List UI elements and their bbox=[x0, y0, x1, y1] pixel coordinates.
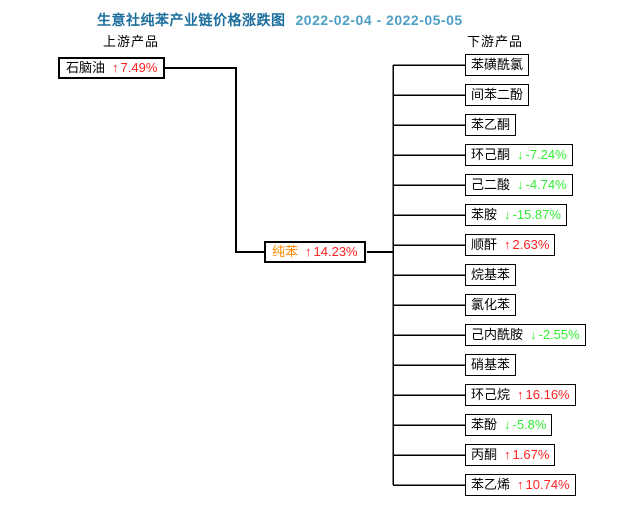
node-label: 顺酐 bbox=[471, 237, 498, 252]
node-label: 苯乙酮 bbox=[471, 117, 511, 132]
upstream-node: 石脑油 ↑7.49% bbox=[58, 57, 166, 79]
node-label: 苯磺酰氯 bbox=[471, 57, 524, 72]
node-label: 苯酚 bbox=[471, 417, 498, 432]
downstream-node: 环己酮 ↓-7.24% bbox=[465, 144, 573, 166]
node-change-value: 2.63% bbox=[512, 237, 550, 252]
title-text: 生意社纯苯产业链价格涨跌图 bbox=[97, 12, 286, 28]
downstream-node: 己内酰胺 ↓-2.55% bbox=[465, 324, 586, 346]
node-label: 氯化苯 bbox=[471, 297, 511, 312]
node-label: 环己酮 bbox=[471, 147, 511, 162]
node-change: ↑2.63% bbox=[504, 235, 549, 255]
node-label: 纯苯 bbox=[272, 244, 299, 259]
node-label: 苯乙烯 bbox=[471, 477, 511, 492]
node-change: ↓-2.55% bbox=[530, 325, 580, 345]
downstream-node: 环己烷 ↑16.16% bbox=[465, 384, 576, 406]
node-label: 苯胺 bbox=[471, 207, 498, 222]
node-change: ↓-5.8% bbox=[504, 415, 546, 435]
title-date-range: 2022-02-04 - 2022-05-05 bbox=[295, 12, 463, 28]
node-label: 己二酸 bbox=[471, 177, 511, 192]
node-change: ↓-7.24% bbox=[517, 145, 567, 165]
node-change-value: -15.87% bbox=[512, 207, 561, 222]
node-change: ↑16.16% bbox=[517, 385, 570, 405]
downstream-node: 氯化苯 bbox=[465, 294, 517, 316]
node-label: 硝基苯 bbox=[471, 357, 511, 372]
node-change-value: -7.24% bbox=[525, 147, 567, 162]
up-arrow-icon: ↑ bbox=[517, 477, 524, 492]
upstream-column-label: 上游产品 bbox=[103, 34, 160, 49]
downstream-node: 丙酮 ↑1.67% bbox=[465, 444, 556, 466]
node-change-value: 7.49% bbox=[120, 60, 158, 75]
node-change-value: -4.74% bbox=[525, 177, 567, 192]
up-arrow-icon: ↑ bbox=[504, 447, 511, 462]
up-arrow-icon: ↑ bbox=[112, 60, 119, 75]
node-label: 烷基苯 bbox=[471, 267, 511, 282]
downstream-node: 硝基苯 bbox=[465, 354, 517, 376]
down-arrow-icon: ↓ bbox=[530, 327, 537, 342]
down-arrow-icon: ↓ bbox=[504, 207, 511, 222]
node-change-value: 10.74% bbox=[525, 477, 570, 492]
node-change: ↑1.67% bbox=[504, 445, 549, 465]
page-title: 生意社纯苯产业链价格涨跌图 2022-02-04 - 2022-05-05 bbox=[97, 10, 463, 30]
node-label: 间苯二酚 bbox=[471, 87, 524, 102]
up-arrow-icon: ↑ bbox=[517, 387, 524, 402]
down-arrow-icon: ↓ bbox=[517, 147, 524, 162]
node-label: 环己烷 bbox=[471, 387, 511, 402]
node-label: 己内酰胺 bbox=[471, 327, 524, 342]
downstream-node: 间苯二酚 bbox=[465, 84, 530, 106]
downstream-column-label: 下游产品 bbox=[467, 34, 524, 49]
node-change: ↑10.74% bbox=[517, 475, 570, 495]
downstream-node: 苯乙酮 bbox=[465, 114, 517, 136]
node-change: ↑14.23% bbox=[305, 242, 358, 262]
node-change: ↓-15.87% bbox=[504, 205, 561, 225]
node-label: 石脑油 bbox=[66, 60, 106, 75]
node-change: ↓-4.74% bbox=[517, 175, 567, 195]
node-change-value: 1.67% bbox=[512, 447, 550, 462]
downstream-node: 烷基苯 bbox=[465, 264, 517, 286]
downstream-node: 苯乙烯 ↑10.74% bbox=[465, 474, 576, 496]
up-arrow-icon: ↑ bbox=[305, 244, 312, 259]
downstream-node: 顺酐 ↑2.63% bbox=[465, 234, 556, 256]
node-change-value: 14.23% bbox=[313, 244, 358, 259]
downstream-node: 苯磺酰氯 bbox=[465, 54, 530, 76]
downstream-node: 己二酸 ↓-4.74% bbox=[465, 174, 573, 196]
node-change-value: -2.55% bbox=[538, 327, 580, 342]
node-label: 丙酮 bbox=[471, 447, 498, 462]
node-change-value: -5.8% bbox=[512, 417, 547, 432]
down-arrow-icon: ↓ bbox=[504, 417, 511, 432]
down-arrow-icon: ↓ bbox=[517, 177, 524, 192]
downstream-node: 苯酚 ↓-5.8% bbox=[465, 414, 553, 436]
node-change-value: 16.16% bbox=[525, 387, 570, 402]
downstream-node: 苯胺 ↓-15.87% bbox=[465, 204, 567, 226]
center-node: 纯苯 ↑14.23% bbox=[264, 241, 366, 263]
node-change: ↑7.49% bbox=[112, 58, 157, 78]
up-arrow-icon: ↑ bbox=[504, 237, 511, 252]
